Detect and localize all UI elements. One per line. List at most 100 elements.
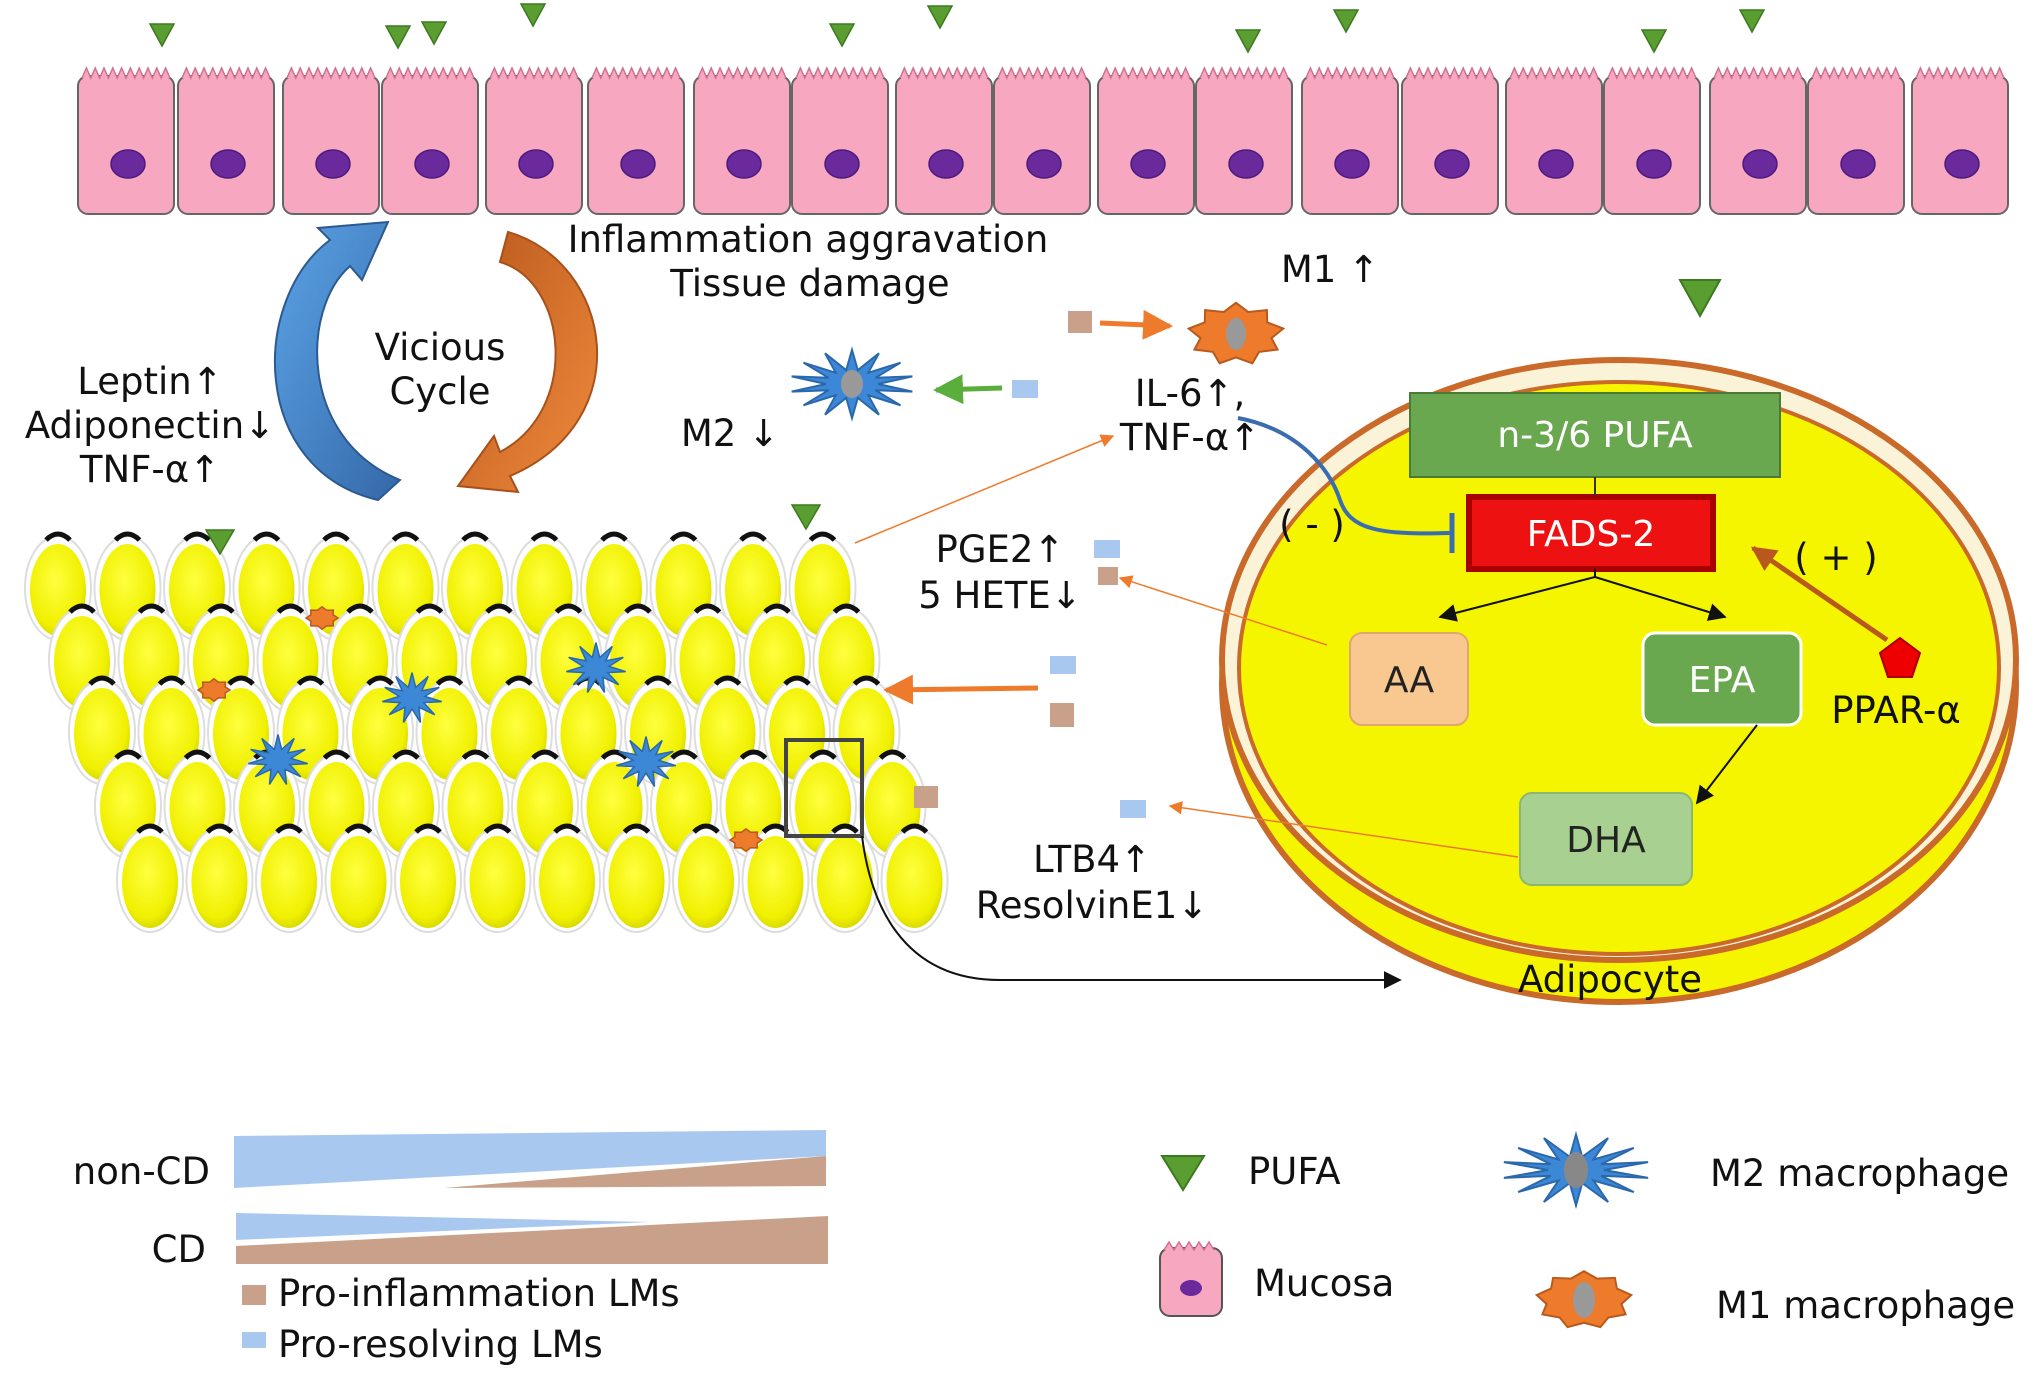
non-cd-inflammation-wedge — [444, 1156, 826, 1188]
pufa-box-group — [1409, 392, 1781, 478]
zoom-box — [784, 738, 864, 838]
pge2-label: PGE2↑ — [936, 528, 1065, 571]
adipose-cell — [255, 823, 323, 933]
zoom-connector — [861, 835, 1402, 989]
pufa-box — [1409, 392, 1781, 478]
non-cd-label: non-CD — [73, 1150, 210, 1193]
fads-box-label: FADS-2 — [1527, 514, 1656, 555]
pufa-triangle — [1332, 9, 1360, 34]
adipocyte-label: Adipocyte — [1518, 958, 1702, 1001]
pufa-triangle — [1234, 29, 1262, 54]
pufa-legend-label: PUFA — [1248, 1150, 1341, 1193]
pro-inflammation-swatch — [242, 1285, 266, 1305]
tissue-macrophages — [196, 605, 764, 853]
dha-box-label: DHA — [1566, 820, 1646, 861]
m2-macrophage — [248, 734, 308, 785]
m2-macrophage — [382, 672, 442, 723]
tissue-damage-label: Tissue damage — [669, 262, 949, 305]
mucosa-cell — [1911, 66, 2009, 215]
adipose-tissue — [24, 504, 949, 933]
adipose-cell — [324, 823, 393, 933]
mucosa-cell — [282, 66, 380, 215]
mucosa-cell — [1603, 66, 1701, 215]
lipid-mediator-squares — [914, 311, 1146, 818]
tan-mediator-square — [1050, 703, 1074, 727]
m1-macrophage — [304, 605, 340, 631]
cd-label: CD — [152, 1228, 206, 1271]
adipose-cell — [672, 823, 740, 933]
mucosa-legend-label: Mucosa — [1254, 1262, 1394, 1305]
m1-legend-label: M1 macrophage — [1716, 1284, 2015, 1327]
adipose-cell — [741, 823, 810, 933]
adipose-cell — [116, 823, 184, 933]
mucosa-cell — [1709, 66, 1807, 215]
orange-cycle-arrow — [456, 230, 599, 494]
tan-to-m1-arrow — [1099, 309, 1173, 340]
adipose-cell — [812, 603, 881, 713]
aa-to-pge2-line — [1118, 575, 1328, 646]
blue-mediator-square — [1050, 656, 1076, 674]
m2-macrophage — [791, 346, 913, 422]
gradient-legend: non-CD CD Pro-inflammation LMs Pro-resol… — [73, 1130, 828, 1366]
fads-box — [1466, 494, 1716, 572]
adiponectin-label: Adiponectin↓ — [25, 404, 275, 447]
m2-macrophage — [616, 736, 676, 787]
mucosa-cell — [1807, 66, 1905, 215]
vicious-label: Vicious — [375, 326, 506, 369]
blue-cycle-arrow — [274, 220, 402, 502]
mucosa-cell — [1097, 66, 1195, 215]
mucosa-legend-icon — [1159, 1240, 1223, 1317]
pufa-triangle — [204, 529, 236, 556]
inhibition-line — [1237, 416, 1451, 536]
pufa-triangle — [384, 25, 412, 50]
pufa-triangle — [1738, 9, 1766, 34]
mucosa-cell — [1401, 66, 1499, 215]
m1-label: M1 ↑ — [1281, 248, 1379, 291]
pufa-legend-icon — [1160, 1155, 1206, 1192]
epa-box-label: EPA — [1689, 660, 1756, 701]
m1-macrophage — [728, 827, 764, 853]
mucosa-layer — [77, 66, 2009, 215]
pufa-triangle — [420, 21, 448, 46]
aa-box-label: AA — [1384, 660, 1435, 701]
adipose-cell — [185, 823, 254, 933]
pufa-triangle — [828, 23, 856, 48]
adipose-cell — [880, 823, 949, 933]
pufa-triangle — [790, 504, 822, 531]
il6-label: IL-6↑, — [1135, 372, 1246, 415]
pufa-triangles — [148, 3, 1766, 54]
pufa-triangle — [1640, 29, 1668, 54]
leptin-label: Leptin↑ — [77, 360, 222, 403]
ppar-pentagon — [1878, 636, 1922, 678]
blue-mediator-square — [1094, 540, 1120, 558]
tan-mediator-square — [1068, 311, 1092, 333]
il6-secretion-line — [854, 434, 1115, 544]
mucosa-cell — [381, 66, 479, 215]
mucosa-cell — [1505, 66, 1603, 215]
mucosa-cell — [177, 66, 275, 215]
ltb4-label: LTB4↑ — [1033, 838, 1151, 881]
ppar-label: PPAR-α — [1831, 689, 1961, 732]
symbol-legend: PUFA Mucosa M2 macrophage M1 macrophage — [1159, 1130, 2015, 1329]
non-cd-resolving-wedge — [234, 1130, 826, 1188]
blue-mediator-square — [1012, 380, 1038, 398]
adipose-cell — [463, 823, 532, 933]
adipose-cell — [394, 823, 462, 933]
m1-legend-icon — [1534, 1270, 1634, 1329]
resolvin-label: ResolvinE1↓ — [976, 884, 1209, 927]
pufa-triangle — [926, 5, 954, 30]
epa-to-dha-arrow — [1695, 724, 1758, 805]
mucosa-cell — [1195, 66, 1293, 215]
adipose-cell — [533, 823, 601, 933]
dha-to-ltb4-line — [1168, 801, 1519, 858]
cycle-label: Cycle — [389, 370, 490, 413]
pufa-triangle — [1678, 279, 1722, 319]
pufa-triangle — [519, 3, 547, 28]
adipose-cell — [602, 823, 671, 933]
m1-macrophage — [196, 677, 232, 703]
blue-to-m2-arrow — [933, 374, 1003, 405]
tnf-left-label: TNF-α↑ — [79, 448, 220, 491]
mucosa-cell — [587, 66, 685, 215]
blue-mediator-square — [1120, 800, 1146, 818]
pufa-box-label: n-3/6 PUFA — [1497, 415, 1693, 456]
